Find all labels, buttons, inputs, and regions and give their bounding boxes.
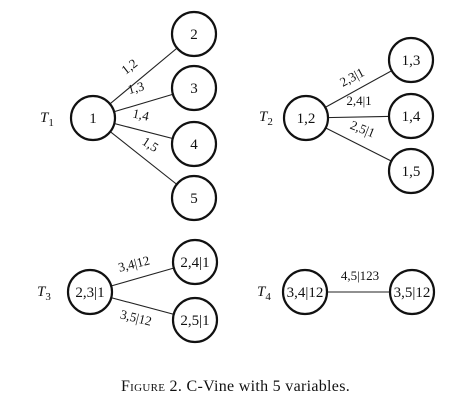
node-label: 1 (89, 111, 97, 127)
node-n5 (170, 174, 218, 222)
node-label: 1,5 (402, 164, 421, 180)
figure-caption-label: Figure 2. (120, 378, 183, 395)
tree-label-subscript: 3 (45, 291, 51, 303)
edge-label: 2,5|1 (348, 117, 377, 140)
node-label: 2 (190, 27, 198, 43)
figure-caption: Figure 2. C-Vine with 5 variables. (0, 378, 471, 396)
tree-3: 3,4|12 3,5|12 2,3|1 2,4|1 2,5|1 T3 (37, 238, 219, 344)
edge-label: 3,5|12 (119, 307, 154, 329)
edge-label: 1,3 (126, 78, 146, 97)
node-label: 3,4|12 (287, 285, 324, 301)
node-label: 3 (190, 81, 198, 97)
edge-label: 1,2 (118, 56, 140, 78)
node-label: 4 (190, 137, 198, 153)
node-p241 (171, 238, 219, 286)
tree-label: T2 (259, 109, 273, 128)
node-label: 1,2 (297, 111, 316, 127)
node-label: 2,5|1 (180, 313, 209, 329)
node-q3512 (388, 268, 436, 316)
node-p231 (66, 268, 114, 316)
tree-label-subscript: 2 (267, 116, 273, 128)
node-n2 (170, 10, 218, 58)
tree-label-subscript: 4 (265, 291, 271, 303)
tree-label: T4 (257, 284, 271, 303)
figure-caption-text: C-Vine with 5 variables. (186, 378, 351, 395)
node-n3 (170, 64, 218, 112)
node-label: 1,3 (402, 53, 421, 69)
node-label: 2,4|1 (180, 255, 209, 271)
edge-label: 4,5|123 (341, 268, 379, 283)
node-label: 3,5|12 (394, 285, 431, 301)
edge-label: 3,4|12 (117, 253, 152, 275)
edge-label: 2,4|1 (346, 93, 371, 108)
tree-label-subscript: 1 (48, 117, 54, 129)
tree-2: 2,3|1 2,4|1 2,5|1 1,2 1,3 1,4 1,5 T2 (259, 36, 435, 195)
node-n4 (170, 120, 218, 168)
node-m14 (387, 92, 435, 140)
node-label: 2,3|1 (75, 285, 104, 301)
node-m15 (387, 147, 435, 195)
node-n1 (69, 94, 117, 142)
tree-label: T1 (40, 110, 54, 129)
node-p251 (171, 296, 219, 344)
edge-label: 1,4 (131, 106, 151, 124)
node-q3412 (281, 268, 329, 316)
tree-label: T3 (37, 284, 51, 303)
node-m12 (282, 94, 330, 142)
tree-4: 4,5|123 3,4|12 3,5|12 T4 (257, 268, 436, 316)
node-label: 1,4 (402, 109, 421, 125)
edge-label: 2,3|1 (337, 64, 366, 89)
node-m13 (387, 36, 435, 84)
tree-1: 1,21,3 1,4 1,5 1 2 3 4 5 T1 (40, 10, 218, 222)
node-label: 5 (190, 191, 198, 207)
edge-label: 1,5 (140, 134, 162, 155)
